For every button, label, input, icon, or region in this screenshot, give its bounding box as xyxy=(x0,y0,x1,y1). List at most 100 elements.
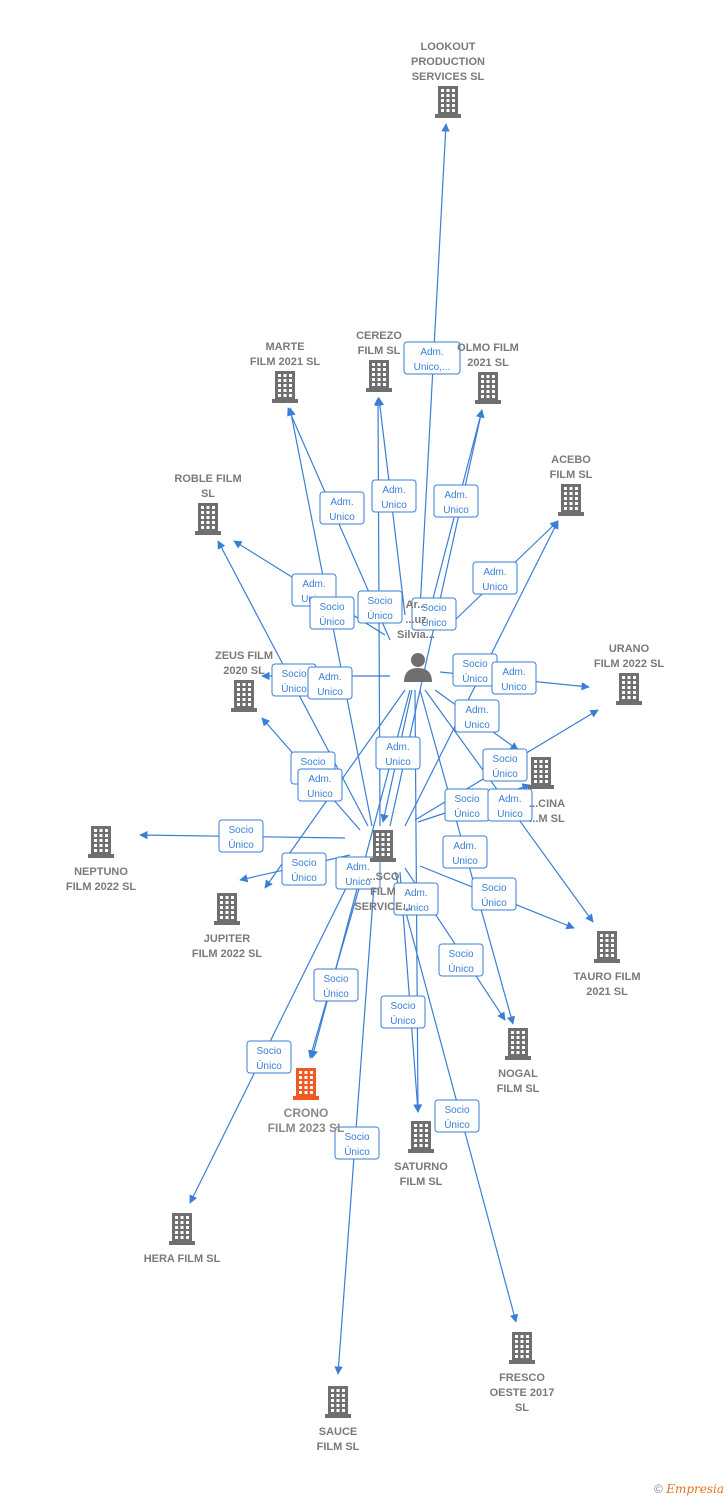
edge-role-label[interactable]: Adm.Unico xyxy=(307,666,353,700)
edge-role-text: Único xyxy=(421,616,447,629)
edge-role-label[interactable]: Adm. Unico xyxy=(442,835,488,869)
company-name: FILM SL xyxy=(497,1083,540,1095)
company-name: FILM SL xyxy=(358,345,401,357)
edge-role-text: Único xyxy=(444,1118,470,1131)
edge-role-text: Único xyxy=(319,615,345,628)
edge-role-text: Socio xyxy=(319,602,344,613)
edge-role-text: Único xyxy=(367,609,393,622)
edge-role-text: Único xyxy=(390,1014,416,1027)
company-name: SAUCE xyxy=(319,1426,358,1438)
relationship-edge xyxy=(189,869,356,1204)
edge-role-label[interactable]: Adm.Unico xyxy=(491,661,537,695)
edge-role-label[interactable]: Adm.Unico xyxy=(297,768,343,802)
edge-role-label[interactable]: Adm. Unico xyxy=(375,736,421,770)
company-name: TAURO FILM xyxy=(573,971,640,983)
company-name: OESTE 2017 xyxy=(490,1387,555,1399)
company-node-encina[interactable]: ...CINA...M SL xyxy=(528,757,565,825)
edge-role-text: Adm. xyxy=(382,485,405,496)
company-name: NEPTUNO xyxy=(74,866,128,878)
company-name: FILM 2021 SL xyxy=(250,356,321,368)
edge-role-label[interactable]: Adm.Unico xyxy=(433,484,479,518)
company-name: ACEBO xyxy=(551,454,591,466)
edge-role-label[interactable]: Adm.Unico xyxy=(393,882,439,916)
person-name: ...uz xyxy=(405,614,427,626)
brand-logo[interactable]: Empresia xyxy=(666,1482,724,1496)
edge-role-text: Adm. xyxy=(346,862,369,873)
company-name: PRODUCTION xyxy=(411,56,485,68)
company-node-cerezo[interactable]: CEREZO FILM SL xyxy=(356,330,402,392)
company-name: FILM 2022 SL xyxy=(594,658,665,670)
edge-role-text: Unico,... xyxy=(414,362,451,373)
company-name: ...CINA xyxy=(529,798,565,810)
edge-role-text: Único xyxy=(256,1059,282,1072)
edge-role-text: Socio xyxy=(390,1001,415,1012)
edge-role-text: Unico xyxy=(345,877,371,888)
edge-role-label[interactable]: Adm.Unico xyxy=(371,479,417,513)
edge-role-text: Adm. xyxy=(386,742,409,753)
building-icon xyxy=(272,371,298,403)
edge-role-text: Socio xyxy=(444,1105,469,1116)
edge-role-label[interactable]: Adm. Unico xyxy=(335,856,381,890)
edge-role-label[interactable]: Adm.Unico xyxy=(454,699,500,733)
edge-role-text: Unico xyxy=(317,687,343,698)
person-icon[interactable] xyxy=(404,653,432,682)
edge-role-label[interactable]: Adm.Unico xyxy=(472,561,518,595)
company-name: 2021 SL xyxy=(467,357,509,369)
edge-role-text: Unico xyxy=(452,856,478,867)
edge-role-label[interactable]: Adm.Unico,... xyxy=(403,341,461,375)
company-node-hub[interactable]: ...SCOFILMSERVICE... xyxy=(354,830,412,913)
company-name: ROBLE FILM xyxy=(174,473,241,485)
edge-role-text: Unico xyxy=(385,757,411,768)
edge-role-text: Socio xyxy=(344,1132,369,1143)
company-name: CEREZO xyxy=(356,330,402,342)
edge-role-label[interactable]: Adm.Unico xyxy=(319,491,365,525)
edge-role-text: Adm. xyxy=(465,705,488,716)
copyright-symbol: © xyxy=(654,1482,663,1496)
company-name: FRESCO xyxy=(499,1372,545,1384)
company-name: FILM SL xyxy=(317,1441,360,1453)
edge-role-text: Adm. xyxy=(302,579,325,590)
relationship-edge xyxy=(334,871,376,1375)
company-name: SATURNO xyxy=(394,1161,448,1173)
company-node-sauce[interactable]: SAUCE FILM SL xyxy=(317,1386,360,1453)
edge-role-text: Socio xyxy=(462,659,487,670)
edge-role-text: Unico xyxy=(497,809,523,820)
edge-role-text: Adm. xyxy=(453,841,476,852)
building-icon xyxy=(594,931,620,963)
edge-role-text: Único xyxy=(281,682,307,695)
edge-role-label[interactable]: Adm.Unico xyxy=(487,788,533,822)
person-node[interactable]: Ar......uzSilvia... xyxy=(397,599,435,682)
company-node-hera[interactable]: HERA FILM SL xyxy=(144,1213,221,1265)
building-icon xyxy=(195,503,221,535)
